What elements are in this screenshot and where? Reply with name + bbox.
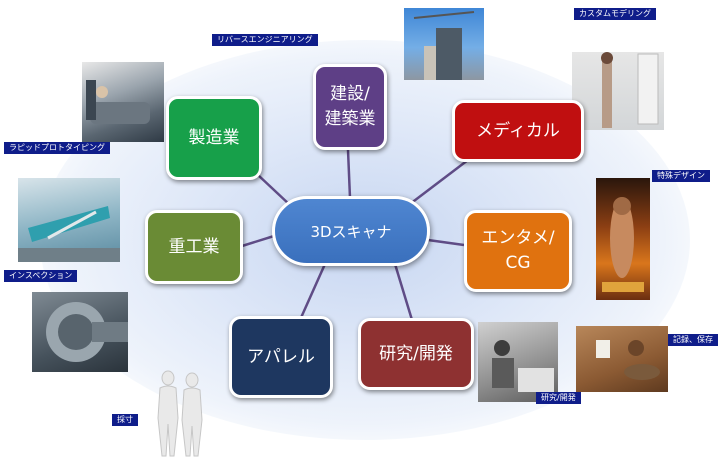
node-heavy-industry: 重工業 <box>145 210 243 284</box>
construction-label-line2: 建築業 <box>324 109 376 129</box>
tag-reverse-engineering: リバースエンジニアリング <box>212 34 318 46</box>
connector-apparel <box>298 263 327 321</box>
record-preservation-photo <box>576 326 668 392</box>
research-development-photo <box>478 322 558 402</box>
entertainment-label-line2: CG <box>505 253 531 273</box>
node-apparel: アパレル <box>229 316 333 398</box>
special-design-photo <box>596 178 650 300</box>
connector-research <box>393 263 414 321</box>
rapid-prototyping-photo <box>18 178 120 262</box>
heavy-industry-label: 重工業 <box>168 236 220 257</box>
tag-research-development: 研究/開発 <box>536 392 581 404</box>
inspection-photo <box>32 292 128 372</box>
node-construction: 建設/ 建築業 <box>313 64 387 150</box>
scanner-center-node: 3Dスキャナ <box>272 196 430 266</box>
manufacturing-label: 製造業 <box>188 127 240 148</box>
research-label: 研究/開発 <box>379 343 453 364</box>
connector-heavy-industry <box>241 234 275 248</box>
apparel-label: アパレル <box>247 346 315 367</box>
connector-manufacturing <box>257 174 291 206</box>
connector-entertainment <box>427 238 465 247</box>
tag-record-preservation: 記録、保存 <box>668 334 718 346</box>
tag-custom-modeling: カスタムモデリング <box>574 8 656 20</box>
mannequin-photo <box>150 368 212 462</box>
connector-construction <box>346 149 352 199</box>
entertainment-label-line1: エンタメ/ <box>481 228 555 248</box>
connector-medical <box>409 159 469 205</box>
custom-modeling-photo <box>572 52 664 130</box>
construction-label-line1: 建設/ <box>330 84 370 104</box>
node-manufacturing: 製造業 <box>166 96 262 180</box>
node-research: 研究/開発 <box>358 318 474 390</box>
node-entertainment: エンタメ/ CG <box>464 210 572 292</box>
manufacturing-photo <box>82 62 164 142</box>
tag-rapid-prototyping: ラピッドプロトタイピング <box>4 142 110 154</box>
node-medical: メディカル <box>452 100 584 162</box>
tag-inspection: インスペクション <box>4 270 78 282</box>
medical-label: メディカル <box>476 120 560 141</box>
construction-photo <box>404 8 484 80</box>
tag-special-design: 特殊デザイン <box>652 170 710 182</box>
tag-measurement: 採寸 <box>112 414 138 426</box>
center-label: 3Dスキャナ <box>310 222 392 241</box>
